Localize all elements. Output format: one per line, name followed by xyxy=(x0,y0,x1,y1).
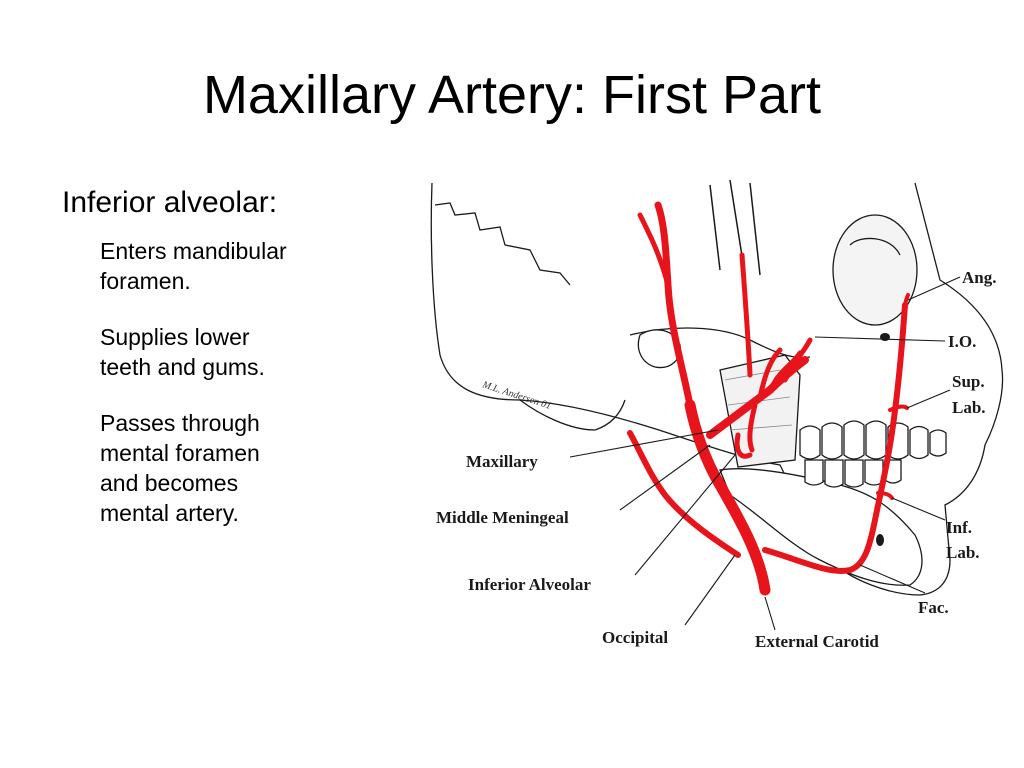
condyle xyxy=(637,329,681,369)
upper-teeth xyxy=(799,420,947,460)
occipital-artery xyxy=(627,430,741,558)
skull-artery-illustration: Ang. I.O. Sup. Lab. Maxillary Middle Men… xyxy=(430,179,1004,651)
label-inf-lab-2: Lab. xyxy=(946,543,980,562)
inferior-alveolar-artery xyxy=(734,432,753,459)
nerve-strands xyxy=(709,179,761,276)
label-middle-meningeal: Middle Meningeal xyxy=(436,508,569,527)
temporal-branch xyxy=(637,212,671,288)
label-sup-lab-2: Lab. xyxy=(952,398,986,417)
artist-signature: M.L. Andersen 01 xyxy=(480,379,552,412)
label-ang: Ang. xyxy=(962,268,996,287)
facial-artery xyxy=(762,302,908,574)
mastoid xyxy=(519,399,626,431)
superior-labial-artery xyxy=(888,404,909,412)
label-inf-lab-1: Inf. xyxy=(946,518,972,537)
label-fac: Fac. xyxy=(918,598,949,617)
label-io: I.O. xyxy=(948,332,976,351)
inferior-labial-artery xyxy=(876,491,894,500)
arteries xyxy=(627,201,910,596)
label-occipital: Occipital xyxy=(602,628,668,647)
bullet-item: Supplies lower teeth and gums. xyxy=(100,324,265,380)
label-sup-lab-1: Sup. xyxy=(952,372,985,391)
leader-lines xyxy=(569,276,961,631)
superficial-temporal-artery xyxy=(654,201,694,409)
lower-teeth xyxy=(804,459,902,488)
maxillary-branches xyxy=(747,337,813,453)
label-inferior-alveolar: Inferior Alveolar xyxy=(468,575,591,594)
mental-foramen xyxy=(876,534,884,546)
slide-title: Maxillary Artery: First Part xyxy=(202,65,822,125)
middle-meningeal-artery xyxy=(739,252,753,378)
orbit-texture xyxy=(849,237,901,256)
label-maxillary: Maxillary xyxy=(466,452,538,471)
anatomy-figure: Ang. I.O. Sup. Lab. Maxillary Middle Men… xyxy=(420,175,1020,665)
cranial-suture xyxy=(434,202,571,286)
label-external-carotid: External Carotid xyxy=(755,632,879,651)
bullet-list: Enters mandibular foramen. Supplies lowe… xyxy=(100,236,400,554)
section-heading: Inferior alveolar: xyxy=(62,186,278,219)
bullet-item: Enters mandibular foramen. xyxy=(100,238,287,294)
bullet-item: Passes through mental foramen and become… xyxy=(100,410,260,526)
external-carotid-artery xyxy=(684,399,771,596)
angular-artery xyxy=(903,293,910,307)
